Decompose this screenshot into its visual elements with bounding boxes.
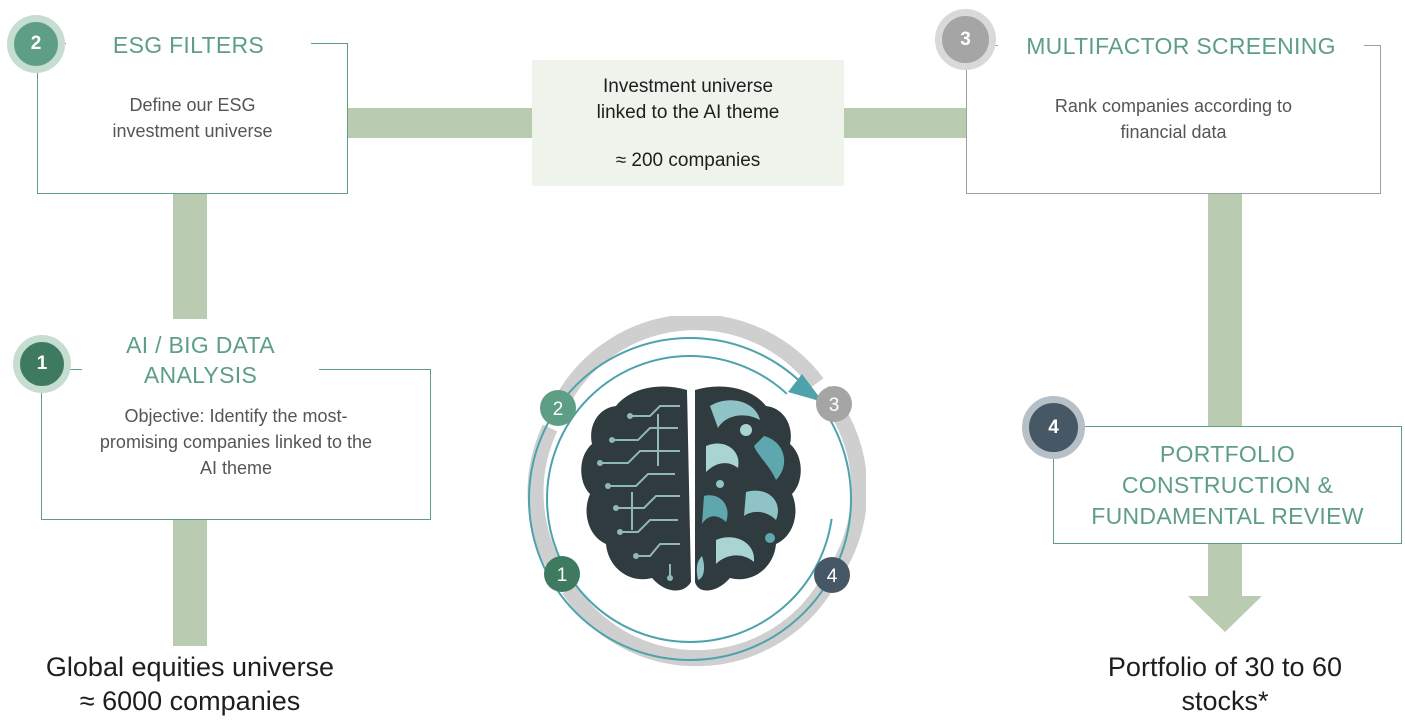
svg-text:1: 1 (557, 565, 568, 586)
portfolio-title: PORTFOLIO CONSTRUCTION & FUNDAMENTAL REV… (1091, 441, 1364, 529)
multifactor-desc: Rank companies according to financial da… (1054, 96, 1293, 142)
investment-universe-box: Investment universe linked to the AI the… (532, 60, 844, 186)
connector-universe-to-ai (173, 520, 207, 646)
ai-analysis-title: AI / BIG DATA ANALYSIS (82, 330, 319, 390)
brain-icon (581, 386, 801, 591)
investment-universe-line-2: linked to the AI theme (596, 102, 780, 123)
step-1-badge: 1 (13, 335, 71, 393)
ai-analysis-desc: Objective: Identify the most- promising … (99, 406, 373, 478)
connector-portfolio-to-result (1208, 544, 1242, 598)
portfolio-box (1053, 426, 1402, 544)
step-3-badge: 3 (935, 9, 996, 70)
cycle-badge-3: 3 (816, 386, 852, 422)
step-2-badge: 2 (7, 15, 65, 73)
multifactor-title: MULTIFACTOR SCREENING (998, 31, 1364, 61)
investment-universe-count: ≈ 200 companies (615, 150, 761, 171)
esg-filters-title: ESG FILTERS (66, 30, 311, 60)
portfolio-result: Portfolio of 30 to 60 stocks* (1107, 652, 1343, 716)
esg-filters-desc: Define our ESG investment universe (112, 95, 273, 141)
step-4-badge: 4 (1022, 396, 1085, 459)
cycle-badge-4: 4 (814, 557, 850, 593)
circular-arrow-icon (527, 316, 866, 667)
global-equities-universe: Global equities universe ≈ 6000 companie… (45, 652, 335, 716)
down-arrow-icon (1188, 596, 1262, 632)
connector-esg-to-center (348, 108, 532, 138)
connector-ai-to-esg (173, 193, 207, 319)
cycle-badge-1: 1 (544, 556, 580, 592)
investment-universe-line-1: Investment universe (602, 76, 774, 97)
svg-text:2: 2 (553, 399, 564, 420)
cycle-badge-2: 2 (540, 390, 576, 426)
svg-text:3: 3 (829, 395, 840, 416)
connector-multifactor-to-portfolio (1208, 194, 1242, 426)
connector-center-to-multifactor (844, 108, 966, 138)
svg-text:4: 4 (827, 566, 838, 587)
brain-cycle-graphic: 2 3 1 4 (527, 316, 866, 667)
